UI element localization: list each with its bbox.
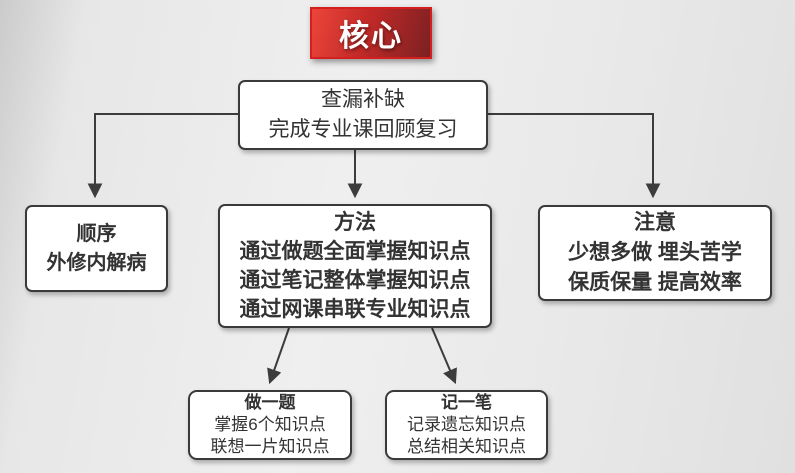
node-core-label: 核心 <box>339 20 403 53</box>
node-do-one-line2: 联想一片知识点 <box>210 437 330 456</box>
connector-root-to-order-arrow <box>87 113 238 199</box>
node-attention[interactable]: 注意 少想多做 埋头苦学 保质保量 提高效率 <box>538 205 772 301</box>
node-do-one-line1: 掌握6个知识点 <box>214 415 326 434</box>
node-root-line1: 查漏补缺 <box>321 88 405 111</box>
node-note-one-line2: 总结相关知识点 <box>407 437 526 456</box>
node-order-line1: 外修内解病 <box>46 251 147 274</box>
node-root-line2: 完成专业课回顾复习 <box>268 118 458 141</box>
node-note-one[interactable]: 记一笔 记录遗忘知识点 总结相关知识点 <box>385 390 548 460</box>
node-do-one-title: 做一题 <box>244 393 296 412</box>
node-attention-line2: 保质保量 提高效率 <box>568 271 742 294</box>
node-note-one-line1: 记录遗忘知识点 <box>407 415 526 434</box>
node-root[interactable]: 查漏补缺 完成专业课回顾复习 <box>238 80 488 150</box>
node-method[interactable]: 方法 通过做题全面掌握知识点 通过笔记整体掌握知识点 通过网课串联专业知识点 <box>218 204 492 328</box>
node-note-one-title: 记一笔 <box>441 393 492 412</box>
node-do-one[interactable]: 做一题 掌握6个知识点 联想一片知识点 <box>188 390 352 460</box>
node-order[interactable]: 顺序 外修内解病 <box>25 205 168 292</box>
node-method-line2: 通过笔记整体掌握知识点 <box>239 269 471 292</box>
node-core[interactable]: 核心 <box>310 7 432 59</box>
node-method-line3: 通过网课串联专业知识点 <box>239 298 471 321</box>
node-method-title: 方法 <box>334 211 376 234</box>
connector-method-to-noteone-arrow <box>431 327 457 385</box>
node-order-title: 顺序 <box>76 222 117 245</box>
node-method-line1: 通过做题全面掌握知识点 <box>239 240 471 263</box>
connector-method-to-doone-arrow <box>267 327 290 385</box>
node-attention-title: 注意 <box>634 211 676 234</box>
connector-root-to-attention-arrow <box>488 113 661 199</box>
node-attention-line1: 少想多做 埋头苦学 <box>568 241 742 264</box>
